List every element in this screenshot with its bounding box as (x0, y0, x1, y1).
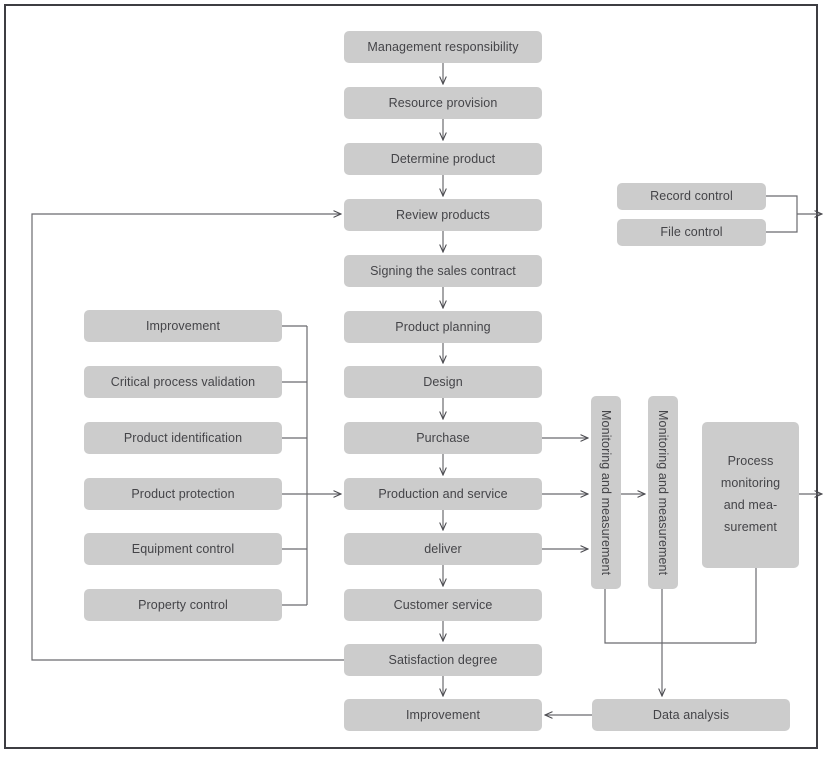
node-product-protection[interactable]: Product protection (84, 478, 282, 510)
edge-record-control-merge (766, 195, 798, 214)
node-improvement-bottom[interactable]: Improvement (344, 699, 542, 731)
process-monitoring-line-2: monitoring (720, 476, 781, 491)
node-resource-provision[interactable]: Resource provision (344, 87, 542, 119)
node-improvement-left[interactable]: Improvement (84, 310, 282, 342)
node-file-control[interactable]: File control (617, 219, 766, 246)
node-satisfaction-degree[interactable]: Satisfaction degree (344, 644, 542, 676)
node-determine-product[interactable]: Determine product (344, 143, 542, 175)
process-monitoring-line-3: and mea- (723, 498, 778, 512)
node-production-and-service[interactable]: Production and service (344, 478, 542, 510)
node-deliver[interactable]: deliver (344, 533, 542, 565)
node-critical-process-validation[interactable]: Critical process validation (84, 366, 282, 398)
node-data-analysis[interactable]: Data analysis (592, 699, 790, 731)
node-monitoring-and-measurement-2[interactable]: Monitoring and measurement (648, 396, 678, 589)
node-monitoring-and-measurement-1[interactable]: Monitoring and measurement (591, 396, 621, 589)
process-monitoring-line-4: surement (724, 519, 777, 534)
node-signing-the-sales-contract[interactable]: Signing the sales contract (344, 255, 542, 287)
node-property-control[interactable]: Property control (84, 589, 282, 621)
node-management-responsibility[interactable]: Management responsibility (344, 31, 542, 63)
edge-file-control-merge (766, 214, 798, 233)
edge-monitoring-1-down-to-bus (604, 589, 756, 644)
node-record-control[interactable]: Record control (617, 183, 766, 210)
node-customer-service[interactable]: Customer service (344, 589, 542, 621)
edge-satisfaction-feedback-to-review (31, 214, 344, 661)
node-purchase[interactable]: Purchase (344, 422, 542, 454)
node-product-planning[interactable]: Product planning (344, 311, 542, 343)
node-review-products[interactable]: Review products (344, 199, 542, 231)
process-monitoring-line-1: Process (727, 454, 774, 469)
node-equipment-control[interactable]: Equipment control (84, 533, 282, 565)
node-product-identification[interactable]: Product identification (84, 422, 282, 454)
node-process-monitoring-and-measurement[interactable]: Process monitoring and mea- surement (702, 422, 799, 568)
node-design[interactable]: Design (344, 366, 542, 398)
